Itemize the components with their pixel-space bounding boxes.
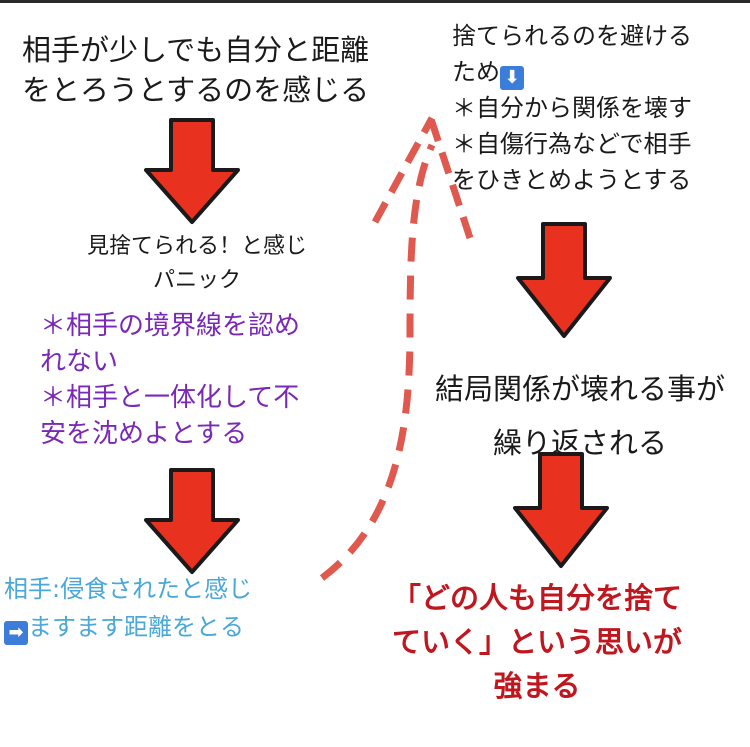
panic-text: 見捨てられる！と感じ パニック: [52, 230, 342, 298]
conclusion-line-1: 「どの人も自分を捨て: [391, 581, 682, 615]
panic-detail-1-line-1: ＊相手の境界線を認め: [40, 311, 301, 341]
conclusion-line-3: 強まる: [493, 669, 581, 703]
conclusion-text: 「どの人も自分を捨て ていく」という思いが 強まる: [352, 576, 722, 708]
partner-line-2: ➡ますます距離をとる: [4, 608, 252, 646]
trigger-text: 相手が少しでも自分と距離 をとろうとするのを感じる: [22, 30, 369, 110]
panic-detail-2-line-1: ＊相手と一体化して不: [40, 383, 300, 413]
arrow-down-icon: ⬇: [500, 66, 524, 90]
avoidance-line-1: 捨てられるのを避ける: [452, 22, 692, 50]
panic-details: ＊相手の境界線を認め れない ＊相手と一体化して不 安を沈めよとする: [40, 308, 300, 452]
avoidance-text: 捨てられるのを避ける ため⬇ ＊自分から関係を壊す ＊自傷行為などで相手 をひき…: [452, 18, 692, 198]
down-arrow-2: [144, 468, 240, 574]
partner-line-1: 相手:侵食されたと感じ: [4, 575, 253, 603]
down-arrow-3: [516, 222, 612, 338]
avoidance-line-5: をひきとめようとする: [452, 166, 692, 194]
panic-line-2: パニック: [152, 268, 241, 293]
avoidance-line-2-text: ため: [452, 58, 500, 86]
panic-detail-1-line-2: れない: [40, 347, 119, 377]
top-border: [0, 0, 750, 3]
arrow-right-icon: ➡: [4, 621, 28, 645]
panic-detail-2-line-2: 安を沈めよとする: [40, 419, 248, 449]
trigger-line-1: 相手が少しでも自分と距離: [22, 33, 370, 67]
avoidance-line-2: ため⬇: [452, 54, 692, 90]
partner-text: 相手:侵食されたと感じ ➡ますます距離をとる: [4, 570, 252, 646]
down-arrow-1: [144, 118, 240, 224]
result-text: 結局関係が壊れる事が 繰り返される: [420, 362, 740, 470]
panic-line-1: 見捨てられる！と感じ: [86, 234, 307, 259]
conclusion-line-2: ていく」という思いが: [391, 625, 682, 659]
partner-line-2-text: ますます距離をとる: [28, 613, 244, 641]
avoidance-line-4: ＊自傷行為などで相手: [452, 130, 692, 158]
result-line-1: 結局関係が壊れる事が: [434, 372, 725, 406]
trigger-line-2: をとろうとするのを感じる: [22, 73, 370, 107]
avoidance-line-3: ＊自分から関係を壊す: [452, 94, 692, 122]
down-arrow-4: [513, 452, 609, 568]
